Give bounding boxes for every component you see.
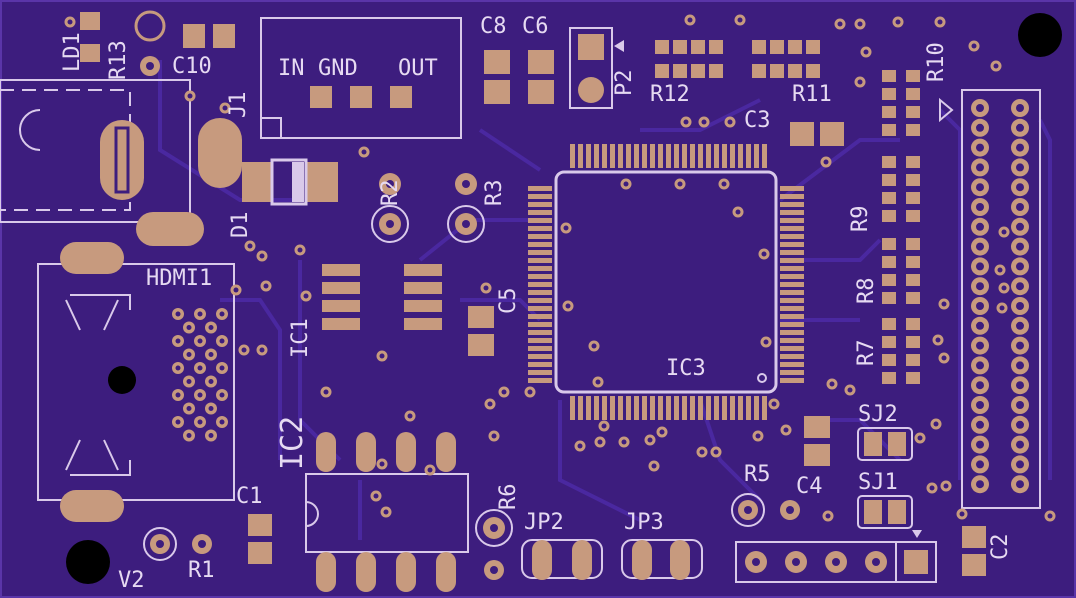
label-P2: P2 [612, 69, 637, 97]
label-R8: R8 [854, 277, 879, 305]
label-LD1: LD1 [60, 32, 85, 72]
label-J1: J1 [226, 91, 251, 119]
label-SJ2: SJ2 [858, 402, 898, 427]
label-V2: V2 [118, 568, 145, 593]
label-R1: R1 [188, 558, 215, 583]
label-R3: R3 [482, 179, 507, 207]
label-reg-out: OUT [398, 56, 438, 81]
label-IC1: IC1 [288, 318, 313, 358]
label-JP3: JP3 [624, 510, 664, 535]
label-R13: R13 [106, 40, 131, 80]
label-IC3: IC3 [666, 356, 706, 381]
label-R10: R10 [924, 42, 949, 82]
label-R7: R7 [854, 339, 879, 367]
label-C1: C1 [236, 484, 263, 509]
label-C5: C5 [496, 287, 521, 315]
label-JP2: JP2 [524, 510, 564, 535]
label-R6: R6 [496, 483, 521, 511]
label-SJ1: SJ1 [858, 470, 898, 495]
label-IC2: IC2 [275, 415, 310, 470]
trace-layer [158, 60, 1052, 540]
pin-header [971, 99, 1029, 494]
label-D1: D1 [228, 211, 253, 239]
label-R11: R11 [792, 82, 832, 107]
label-C3: C3 [744, 108, 771, 133]
label-R2: R2 [378, 179, 403, 207]
label-C6: C6 [522, 14, 549, 39]
label-C8: C8 [480, 14, 507, 39]
label-reg-in: IN [278, 56, 305, 81]
label-R12: R12 [650, 82, 690, 107]
label-C2: C2 [988, 533, 1013, 561]
label-HDMI1: HDMI1 [146, 266, 213, 291]
label-C10: C10 [172, 54, 212, 79]
label-reg-gnd: GND [318, 56, 358, 81]
label-R9: R9 [848, 205, 873, 233]
label-R5: R5 [744, 462, 771, 487]
label-C4: C4 [796, 474, 823, 499]
